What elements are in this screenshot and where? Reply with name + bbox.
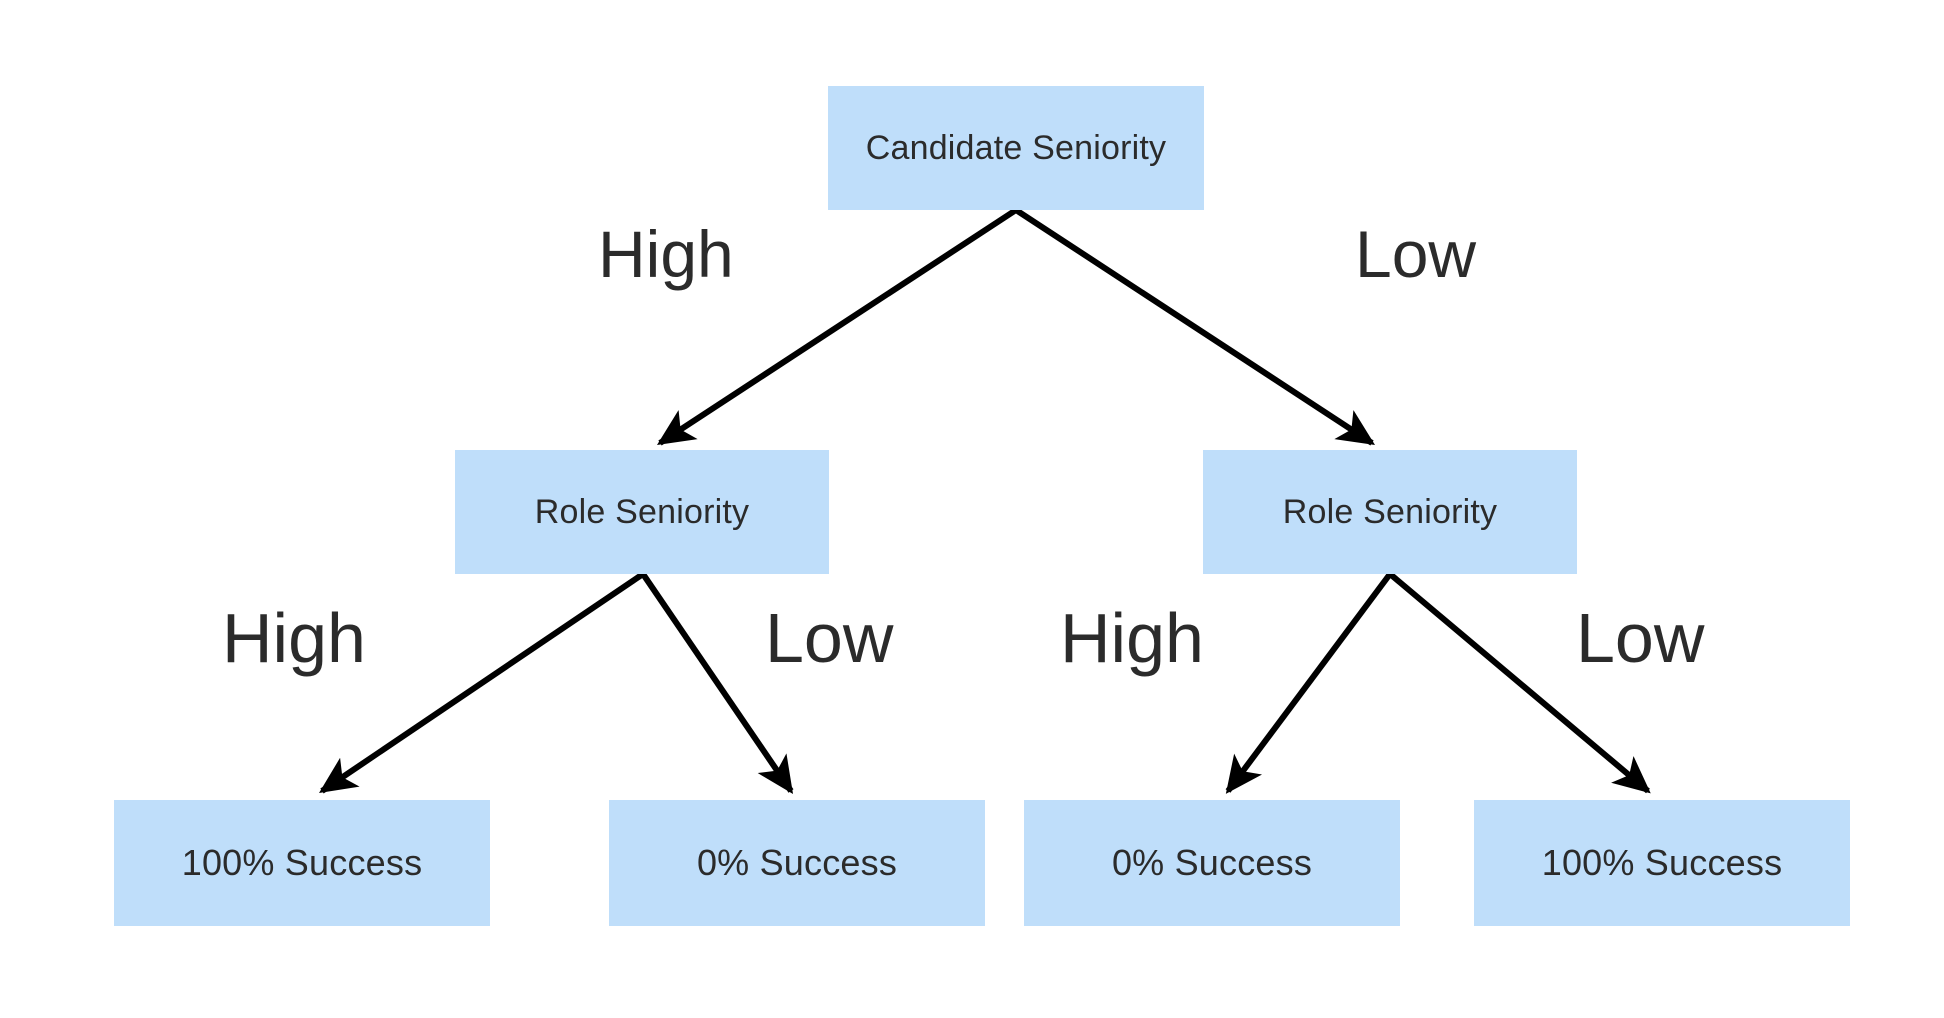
node-role-seniority-right[interactable]: Role Seniority [1203,450,1577,574]
edge-label-left-low: Low [765,599,894,677]
edge-root-to-right [1014,207,1376,446]
node-outcome-4[interactable]: 100% Success [1474,800,1850,926]
node-outcome-2[interactable]: 0% Success [609,800,985,926]
edge-left-to-leaf1 [319,571,645,794]
node-outcome-3[interactable]: 0% Success [1024,800,1400,926]
edge-label-left-high: High [222,599,366,677]
node-label: 0% Success [1111,842,1313,883]
node-label: Role Seniority [1282,493,1498,531]
node-outcome-1[interactable]: 100% Success [114,800,490,926]
node-label: 0% Success [696,842,898,883]
node-label: 100% Success [1541,842,1783,883]
edge-label-root-low: Low [1355,217,1477,291]
node-role-seniority-left[interactable]: Role Seniority [455,450,829,574]
edge-label-right-low: Low [1576,599,1705,677]
edge-right-to-leaf3 [1225,572,1393,794]
edge-label-root-high: High [598,217,734,291]
node-label: Role Seniority [534,493,750,531]
node-candidate-seniority[interactable]: Candidate Seniority [828,86,1204,210]
node-label: Candidate Seniority [865,129,1167,167]
node-label: 100% Success [181,842,423,883]
edge-label-right-high: High [1060,599,1204,677]
